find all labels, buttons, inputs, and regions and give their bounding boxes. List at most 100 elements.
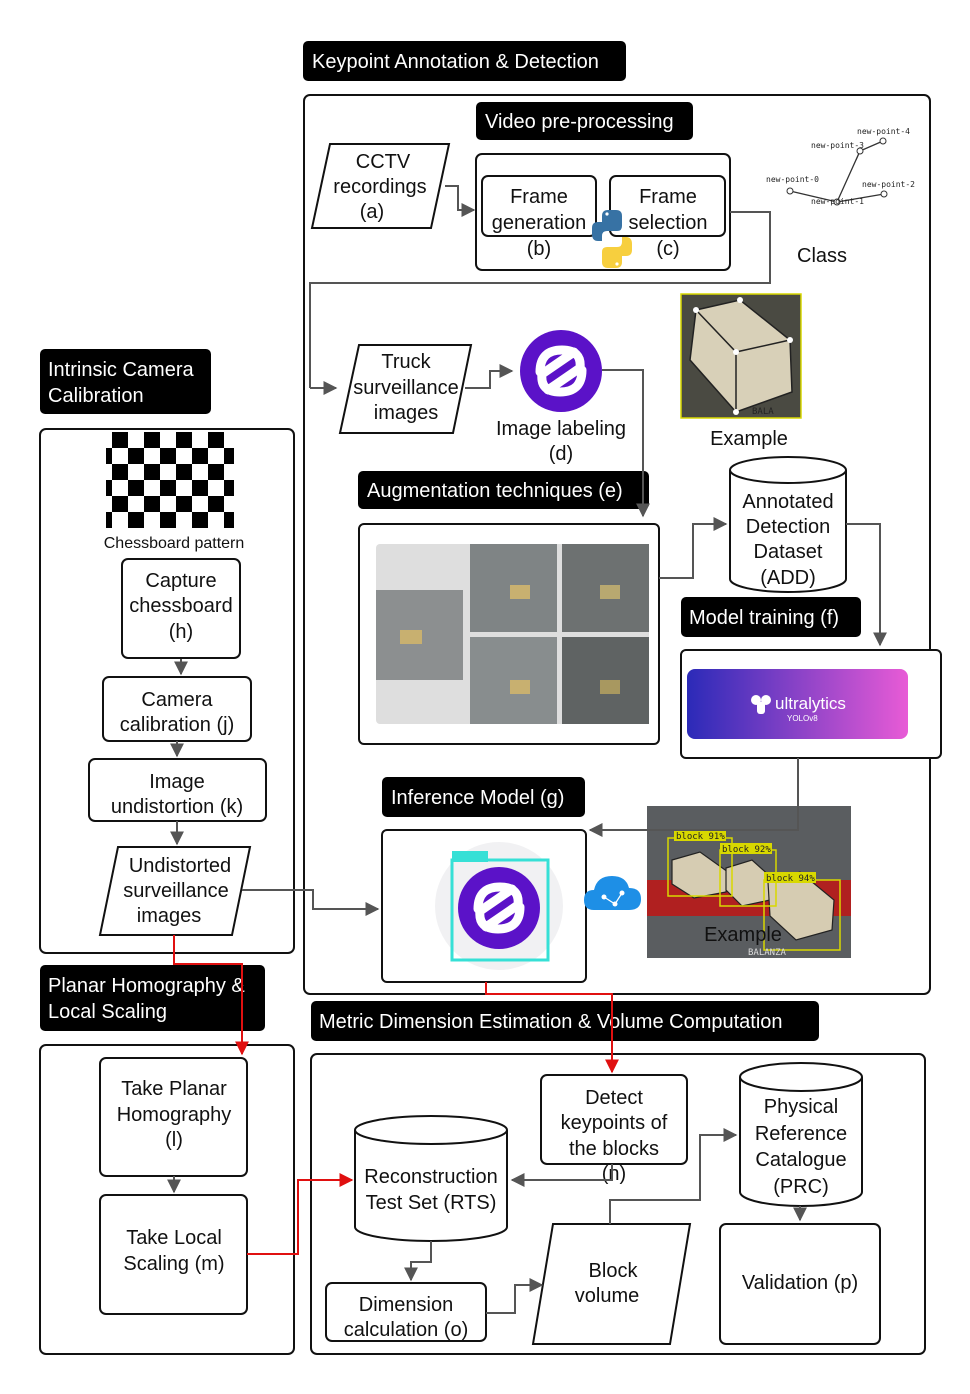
augmentation-examples-image <box>376 544 649 724</box>
planar-header: Planar Homography & Local Scaling <box>40 965 265 1031</box>
image-labeling-logo-icon <box>520 330 602 412</box>
svg-text:Inference Model (g): Inference Model (g) <box>391 787 564 809</box>
class-keypoint-diagram: new-point-4 new-point-3 new-point-0 new-… <box>766 127 915 267</box>
cctv-recordings-node: CCTV recordings (a) <box>310 143 451 229</box>
svg-text:(PRC): (PRC) <box>773 1176 829 1198</box>
svg-text:ultralytics: ultralytics <box>775 694 846 713</box>
svg-text:Block: Block <box>589 1260 639 1282</box>
svg-text:(ADD): (ADD) <box>760 567 816 589</box>
svg-text:Dataset: Dataset <box>754 541 823 563</box>
yolo-banner: ultralytics YOLOv8 <box>687 669 908 739</box>
svg-text:Reconstruction: Reconstruction <box>364 1166 497 1188</box>
frame-selection-node: Frame selection (c) <box>609 175 726 260</box>
reconstruction-test-set-node: Reconstruction Test Set (RTS) <box>354 1115 508 1242</box>
chessboard-caption: Chessboard pattern <box>104 535 245 552</box>
svg-text:new-point-1: new-point-1 <box>811 197 864 206</box>
svg-text:Test Set (RTS): Test Set (RTS) <box>366 1192 497 1214</box>
svg-text:Local Scaling: Local Scaling <box>48 1001 167 1023</box>
take-planar-homography-node: Take Planar Homography (l) <box>99 1057 248 1177</box>
svg-text:Camera: Camera <box>141 689 213 711</box>
image-labeling-label: Image labeling <box>496 418 626 440</box>
svg-text:keypoints of: keypoints of <box>561 1112 668 1134</box>
svg-text:Detect: Detect <box>585 1087 643 1109</box>
svg-text:Frame: Frame <box>639 186 697 208</box>
ultralytics-logo-icon <box>751 695 771 714</box>
svg-text:Intrinsic Camera: Intrinsic Camera <box>48 359 194 381</box>
svg-text:Annotated: Annotated <box>742 491 833 513</box>
svg-text:Calibration: Calibration <box>48 385 144 407</box>
svg-text:chessboard: chessboard <box>129 595 232 617</box>
svg-text:Frame: Frame <box>510 186 568 208</box>
svg-text:Planar Homography &: Planar Homography & <box>48 975 245 997</box>
svg-text:Validation (p): Validation (p) <box>742 1272 858 1294</box>
svg-text:calculation (o): calculation (o) <box>344 1319 469 1341</box>
example-label-1: Example <box>710 428 788 450</box>
svg-text:images: images <box>374 402 438 424</box>
svg-text:images: images <box>137 905 201 927</box>
svg-text:Class: Class <box>797 245 847 267</box>
detect-keypoints-node: Detect keypoints of the blocks (n) <box>540 1074 688 1185</box>
frame-generation-node: Frame generation (b) <box>481 175 597 260</box>
validation-node: Validation (p) <box>719 1223 881 1345</box>
image-undistortion-node: Image undistortion (k) <box>88 758 267 822</box>
svg-text:block 94%: block 94% <box>766 874 815 884</box>
svg-text:selection: selection <box>629 212 708 234</box>
svg-text:calibration (j): calibration (j) <box>120 714 234 736</box>
svg-text:(c): (c) <box>656 238 679 260</box>
svg-text:Homography: Homography <box>117 1104 232 1126</box>
svg-text:the blocks: the blocks <box>569 1138 659 1160</box>
svg-text:(b): (b) <box>527 238 551 260</box>
annotated-detection-dataset-node: Annotated Detection Dataset (ADD) <box>729 456 847 593</box>
intrinsic-panel <box>39 428 295 954</box>
svg-text:(l): (l) <box>165 1129 183 1151</box>
svg-text:Metric Dimension Estimation &: Metric Dimension Estimation & Volume Com… <box>319 1011 783 1033</box>
keypoint-panel <box>303 94 931 995</box>
svg-text:new-point-0: new-point-0 <box>766 175 819 184</box>
svg-text:volume: volume <box>575 1285 639 1307</box>
block-volume-node: Block volume <box>531 1223 692 1345</box>
camera-calibration-node: Camera calibration (j) <box>102 676 252 742</box>
svg-text:Augmentation techniques (e): Augmentation techniques (e) <box>367 480 623 502</box>
image-labeling-id: (d) <box>549 443 573 465</box>
svg-text:Keypoint Annotation & Detectio: Keypoint Annotation & Detection <box>312 51 599 73</box>
video-preprocessing-header: Video pre-processing <box>476 102 693 140</box>
example-label-2: Example <box>704 924 782 946</box>
inference-model-logo-icon <box>435 842 563 970</box>
python-logo-icon <box>592 210 632 268</box>
dimension-calculation-node: Dimension calculation (o) <box>325 1282 487 1342</box>
svg-text:Reference: Reference <box>755 1123 847 1145</box>
svg-text:block 91%: block 91% <box>676 832 725 842</box>
svg-text:Catalogue: Catalogue <box>755 1149 846 1171</box>
svg-text:generation: generation <box>492 212 587 234</box>
svg-text:block 92%: block 92% <box>722 845 771 855</box>
svg-text:Physical: Physical <box>764 1096 838 1118</box>
svg-text:Detection: Detection <box>746 516 831 538</box>
svg-text:surveillance: surveillance <box>353 377 459 399</box>
svg-text:Capture: Capture <box>145 570 216 592</box>
example-annotated-block-image: BALA <box>680 293 802 419</box>
svg-text:Image: Image <box>149 771 205 793</box>
svg-text:new-point-2: new-point-2 <box>862 180 915 189</box>
metric-panel <box>310 1053 926 1355</box>
intrinsic-header: Intrinsic Camera Calibration <box>40 349 211 414</box>
keypoint-header: Keypoint Annotation & Detection <box>303 41 626 81</box>
flow-connectors <box>167 185 887 1314</box>
svg-text:surveillance: surveillance <box>123 880 229 902</box>
svg-text:new-point-4: new-point-4 <box>857 127 910 136</box>
undistorted-images-node: Undistorted surveillance images <box>98 846 252 936</box>
cloud-ai-icon <box>584 876 641 910</box>
svg-text:BALANZA: BALANZA <box>748 948 787 958</box>
svg-text:(n): (n) <box>602 1163 626 1185</box>
truck-images-node: Truck surveillance images <box>338 344 473 434</box>
svg-text:Undistorted: Undistorted <box>129 855 231 877</box>
svg-text:recordings: recordings <box>333 176 426 198</box>
svg-text:YOLOv8: YOLOv8 <box>787 714 818 723</box>
svg-text:Dimension: Dimension <box>359 1294 453 1316</box>
svg-text:undistortion (k): undistortion (k) <box>111 796 243 818</box>
svg-text:new-point-3: new-point-3 <box>811 141 864 150</box>
metric-header: Metric Dimension Estimation & Volume Com… <box>311 1001 819 1041</box>
planar-panel <box>39 1044 295 1355</box>
svg-text:Take Local: Take Local <box>126 1227 222 1249</box>
chessboard-pattern-image <box>106 432 234 528</box>
svg-text:BALA: BALA <box>752 407 774 417</box>
